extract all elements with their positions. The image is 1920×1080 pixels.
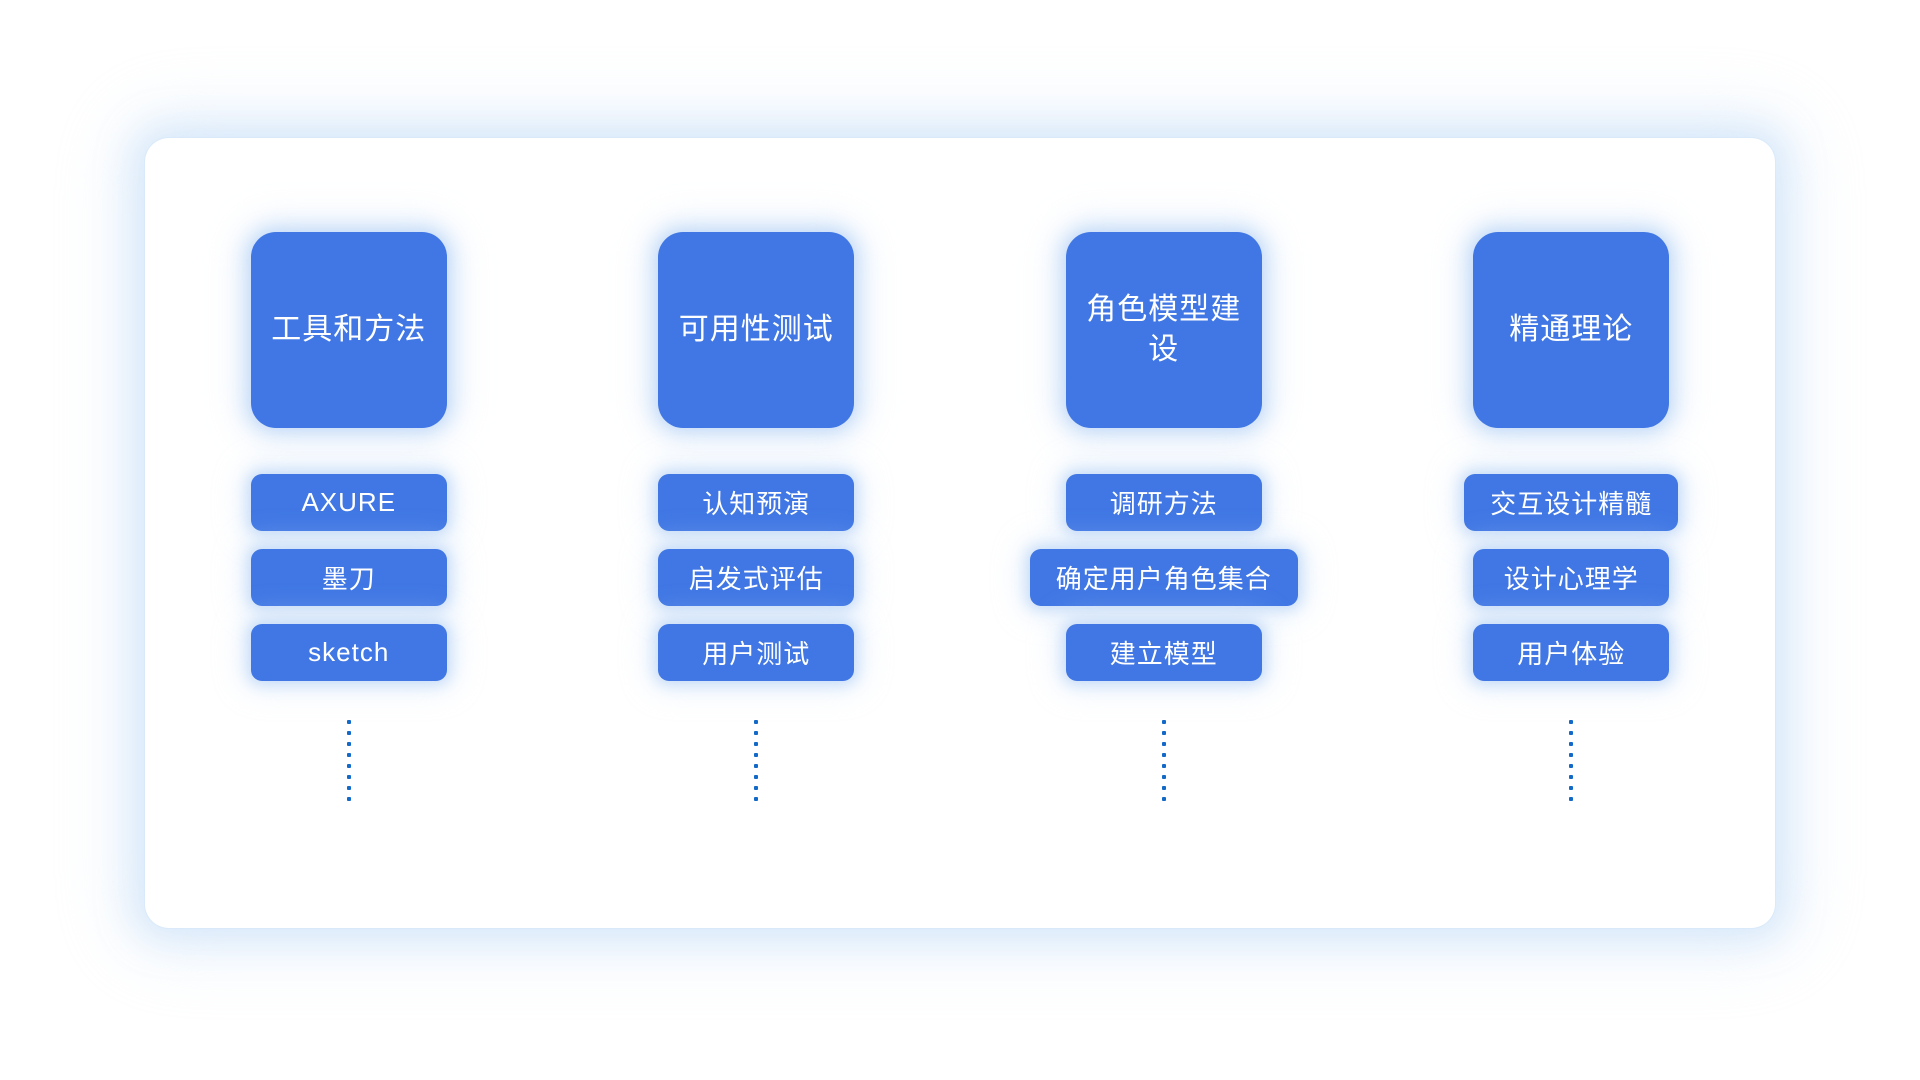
dot-icon <box>1569 731 1574 735</box>
dot-icon <box>754 764 759 768</box>
dot-icon <box>346 731 351 735</box>
dot-icon <box>1569 742 1574 746</box>
list-item[interactable]: 建立模型 <box>1065 624 1262 681</box>
dot-icon <box>346 764 351 768</box>
dot-icon <box>1161 742 1166 746</box>
item-list-theory-mastery: 交互设计精髓 设计心理学 用户体验 <box>1464 474 1679 681</box>
list-item[interactable]: 交互设计精髓 <box>1464 474 1679 531</box>
dot-icon <box>754 775 759 779</box>
category-column-theory-mastery: 精通理论 交互设计精髓 设计心理学 用户体验 <box>1394 232 1749 801</box>
dot-icon <box>346 775 351 779</box>
category-columns: 工具和方法 AXURE 墨刀 sketch 可用性测试 认知预演 <box>145 138 1775 928</box>
category-header-persona-modeling[interactable]: 角色模型建设 <box>1065 232 1262 428</box>
dot-icon <box>1161 786 1166 790</box>
list-item[interactable]: 确定用户角色集合 <box>1029 549 1298 606</box>
dot-icon <box>1161 731 1166 735</box>
dot-icon <box>1569 753 1574 757</box>
dot-icon <box>754 720 759 724</box>
dot-icon <box>1161 720 1166 724</box>
more-items-dots-usability-testing <box>754 720 759 801</box>
list-item[interactable]: 用户体验 <box>1473 624 1670 681</box>
item-list-tools-and-methods: AXURE 墨刀 sketch <box>250 474 447 681</box>
dot-icon <box>1569 775 1574 779</box>
list-item[interactable]: 认知预演 <box>658 474 855 531</box>
list-item[interactable]: sketch <box>250 624 447 681</box>
category-column-tools-and-methods: 工具和方法 AXURE 墨刀 sketch <box>171 232 526 801</box>
list-item[interactable]: 启发式评估 <box>658 549 855 606</box>
dot-icon <box>1569 786 1574 790</box>
category-header-usability-testing[interactable]: 可用性测试 <box>658 232 855 428</box>
dot-icon <box>346 786 351 790</box>
category-header-theory-mastery[interactable]: 精通理论 <box>1473 232 1670 428</box>
dot-icon <box>1161 797 1166 801</box>
list-item[interactable]: 墨刀 <box>250 549 447 606</box>
list-item[interactable]: 设计心理学 <box>1473 549 1670 606</box>
category-column-usability-testing: 可用性测试 认知预演 启发式评估 用户测试 <box>579 232 934 801</box>
dot-icon <box>1161 764 1166 768</box>
dot-icon <box>1569 797 1574 801</box>
dot-icon <box>754 797 759 801</box>
list-item[interactable]: 用户测试 <box>658 624 855 681</box>
dot-icon <box>754 731 759 735</box>
dot-icon <box>754 742 759 746</box>
more-items-dots-persona-modeling <box>1161 720 1166 801</box>
dot-icon <box>754 786 759 790</box>
item-list-persona-modeling: 调研方法 确定用户角色集合 建立模型 <box>1029 474 1298 681</box>
category-header-tools-and-methods[interactable]: 工具和方法 <box>250 232 447 428</box>
more-items-dots-theory-mastery <box>1569 720 1574 801</box>
list-item[interactable]: 调研方法 <box>1065 474 1262 531</box>
dot-icon <box>1569 764 1574 768</box>
more-items-dots-tools-and-methods <box>346 720 351 801</box>
dot-icon <box>346 742 351 746</box>
dot-icon <box>346 753 351 757</box>
item-list-usability-testing: 认知预演 启发式评估 用户测试 <box>658 474 855 681</box>
dot-icon <box>1569 720 1574 724</box>
list-item[interactable]: AXURE <box>250 474 447 531</box>
dot-icon <box>1161 775 1166 779</box>
dot-icon <box>754 753 759 757</box>
dot-icon <box>346 797 351 801</box>
dot-icon <box>346 720 351 724</box>
dot-icon <box>1161 753 1166 757</box>
category-column-persona-modeling: 角色模型建设 调研方法 确定用户角色集合 建立模型 <box>986 232 1341 801</box>
